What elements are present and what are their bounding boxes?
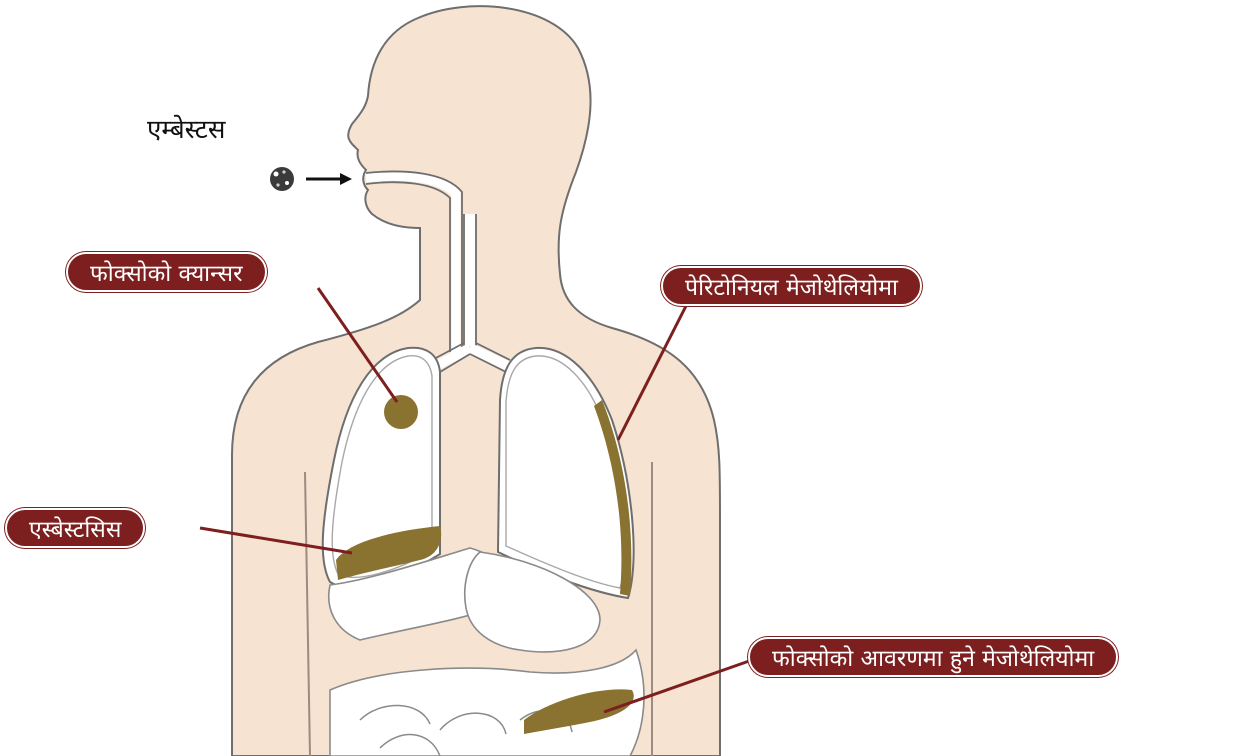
- asbestosis-label: एस्बेस्टसिस: [5, 508, 145, 548]
- lung-cancer-tumor: [384, 395, 418, 429]
- pleural-mesothelioma-label: फोक्सोको आवरणमा हुने मेजोथेलियोमा: [748, 637, 1118, 677]
- arrow-right-icon: [306, 173, 352, 185]
- peritoneal-mesothelioma-label: पेरिटोनियल मेजोथेलियोमा: [661, 266, 922, 306]
- asbestos-particle-icon: [270, 167, 294, 191]
- asbestos-label: एम्बेस्टस: [147, 110, 225, 146]
- lung-cancer-label: फोक्सोको क्यान्सर: [66, 252, 267, 292]
